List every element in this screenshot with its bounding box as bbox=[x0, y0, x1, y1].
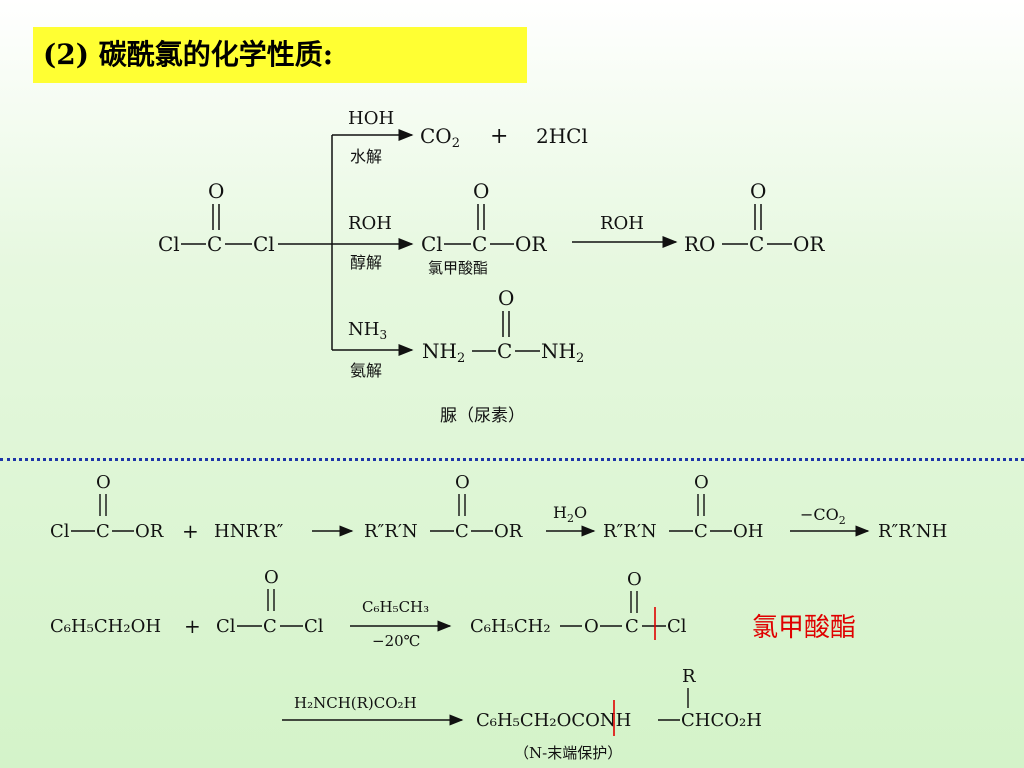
phosgene-structure: O Cl C Cl bbox=[158, 179, 275, 256]
plus-sign: + bbox=[184, 614, 201, 638]
p1-carbon: C bbox=[455, 521, 469, 542]
phosgene-oxygen: O bbox=[264, 567, 279, 588]
r1-cl: Cl bbox=[50, 521, 70, 542]
branch-arrows bbox=[278, 129, 414, 356]
alcoholysis-label: 醇解 bbox=[350, 253, 382, 272]
amino-protection-reaction: H₂NCH(R)CO₂H R C₆H₅CH₂OCONH CHCO₂H （N-末端… bbox=[282, 666, 762, 762]
alcoholysis-branch: ROH 醇解 O Cl C OR 氯甲酸酯 ROH O RO C OR bbox=[348, 179, 825, 277]
second-roh-reagent: ROH bbox=[600, 213, 644, 234]
phosgene-cl-right: Cl bbox=[253, 232, 275, 256]
co2-product: CO2 bbox=[420, 124, 460, 151]
toluene-solvent: C₆H₅CH₃ bbox=[362, 598, 429, 616]
aminolysis-branch: NH3 氨解 O NH2 C NH2 脲（尿素） bbox=[348, 286, 584, 426]
dotted-divider bbox=[0, 458, 1024, 461]
cbz-amide: C₆H₅CH₂OCONH bbox=[476, 710, 631, 731]
ester-oxygen: O bbox=[584, 616, 599, 637]
final-amine: R″R′NH bbox=[878, 521, 947, 542]
chloroformate-carbon: C bbox=[472, 232, 487, 256]
hydrolysis-label: 水解 bbox=[350, 147, 382, 166]
slide-title: (2) 碳酰氯的化学性质: bbox=[33, 27, 527, 83]
p2-oxygen: O bbox=[694, 472, 709, 493]
hydrolysis-branch: HOH 水解 CO2 + 2HCl bbox=[348, 108, 588, 166]
plus-sign: + bbox=[490, 124, 508, 149]
urea-nh2-right: NH2 bbox=[541, 339, 584, 366]
carbonyl-carbon: C bbox=[625, 616, 639, 637]
p2-oh: OH bbox=[733, 521, 763, 542]
phosgene-cl-left: Cl bbox=[216, 616, 236, 637]
phosgene-cl-left: Cl bbox=[158, 232, 180, 256]
r1-oxygen: O bbox=[96, 472, 111, 493]
hydrolysis-reagent: HOH bbox=[348, 108, 394, 129]
chloroformate-cl: Cl bbox=[421, 232, 443, 256]
amine-reagent: HNR′R″ bbox=[214, 521, 284, 542]
urea-name: 脲（尿素） bbox=[440, 406, 525, 426]
p1-amine: R″R′N bbox=[364, 521, 418, 542]
aminolysis-reagent: NH3 bbox=[348, 319, 387, 342]
carbonate-oxygen: O bbox=[750, 179, 766, 203]
urea-oxygen: O bbox=[498, 286, 514, 310]
side-chain-r: R bbox=[682, 666, 696, 687]
carbamate-reaction: O Cl C OR + HNR′R″ O R″R′N C OR H2O O R″… bbox=[50, 472, 947, 543]
carbonate-ro: RO bbox=[684, 232, 715, 256]
urea-nh2-left: NH2 bbox=[422, 339, 465, 366]
chloroformate-or: OR bbox=[515, 232, 547, 256]
amino-acid-reagent: H₂NCH(R)CO₂H bbox=[294, 694, 417, 712]
carbonate-carbon: C bbox=[749, 232, 764, 256]
protection-note: （N-末端保护） bbox=[514, 744, 622, 762]
p1-or: OR bbox=[494, 521, 523, 542]
hcl-product: 2HCl bbox=[536, 124, 588, 148]
p2-carbon: C bbox=[694, 521, 708, 542]
benzyl-chloroformate-reaction: C₆H₅CH₂OH + O Cl C Cl C₆H₅CH₃ −20℃ C₆H₅C… bbox=[50, 567, 856, 650]
chloroformate-name: 氯甲酸酯 bbox=[428, 259, 488, 277]
phosgene-oxygen: O bbox=[208, 179, 224, 203]
chloroformate-label: 氯甲酸酯 bbox=[752, 613, 856, 643]
phosgene-cl-right: Cl bbox=[304, 616, 324, 637]
benzyl-alcohol: C₆H₅CH₂OH bbox=[50, 616, 161, 637]
carbonate-or: OR bbox=[793, 232, 825, 256]
aminolysis-label: 氨解 bbox=[350, 361, 382, 380]
r1-carbon: C bbox=[96, 521, 110, 542]
plus-sign: + bbox=[182, 519, 199, 543]
water-reagent: H2O bbox=[553, 503, 587, 525]
p1-oxygen: O bbox=[455, 472, 470, 493]
chloro: Cl bbox=[667, 616, 687, 637]
urea-carbon: C bbox=[497, 339, 512, 363]
phosgene-carbon: C bbox=[207, 232, 222, 256]
chloroformate-oxygen: O bbox=[473, 179, 489, 203]
phosgene-carbon: C bbox=[263, 616, 277, 637]
benzyl-group: C₆H₅CH₂ bbox=[470, 616, 551, 637]
temperature: −20℃ bbox=[372, 632, 420, 650]
decarboxylation-reagent: −CO2 bbox=[800, 505, 846, 527]
p2-amine: R″R′N bbox=[603, 521, 657, 542]
alcoholysis-reagent: ROH bbox=[348, 213, 392, 234]
carbonyl-oxygen: O bbox=[627, 569, 642, 590]
alpha-carbon-group: CHCO₂H bbox=[681, 710, 762, 731]
r1-or: OR bbox=[135, 521, 164, 542]
